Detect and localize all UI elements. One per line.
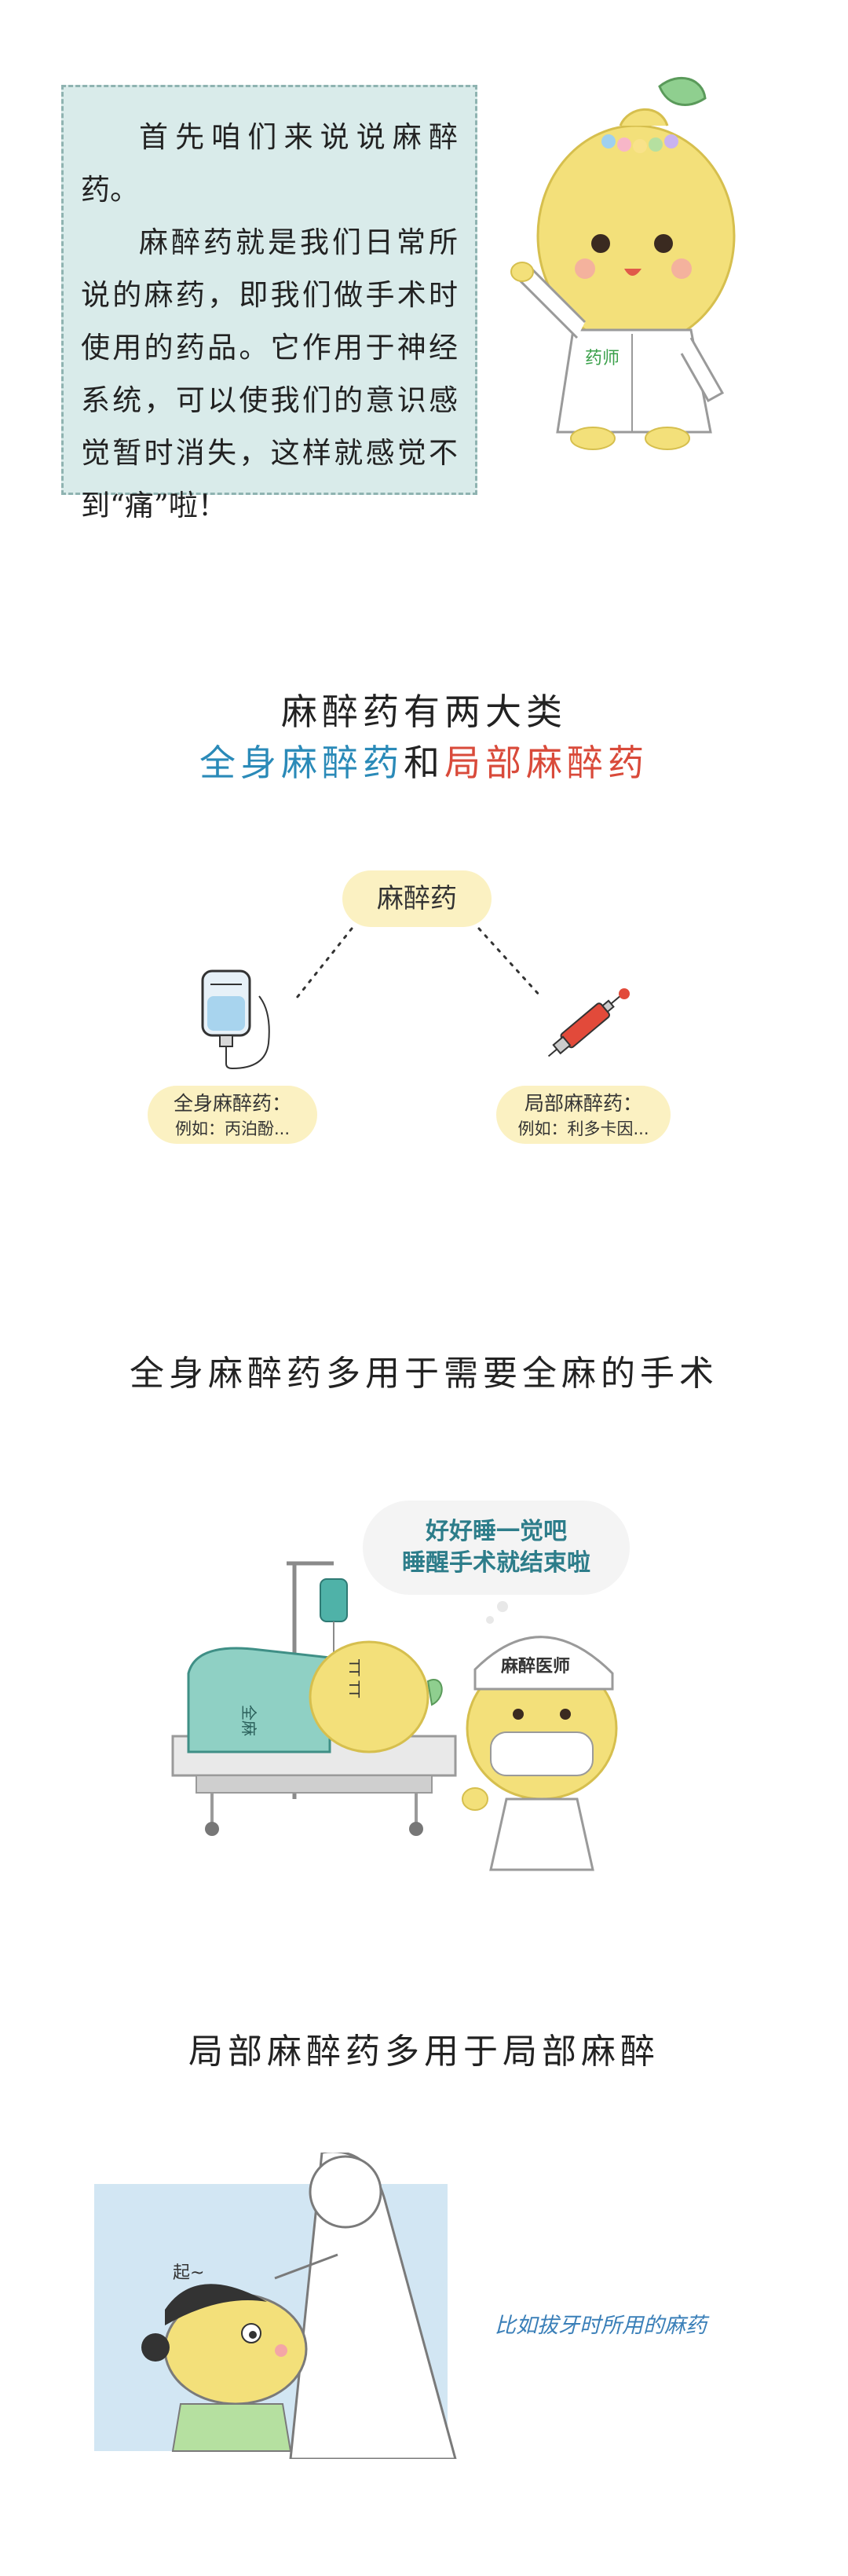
syringe-icon [547, 988, 630, 1057]
speech-line-2: 睡醒手术就结束啦 [402, 1549, 590, 1577]
extraction-caption: 比如拔牙时所用的麻药 [495, 2314, 707, 2338]
intro-line-2: 麻醉药就是我们日常所说的麻药，即我们做手术时使用的药品。它作用于神经系统，可以使… [81, 225, 458, 522]
general-section-heading: 全身麻醉药多用于需要全麻的手术 [130, 1354, 718, 1394]
coat-label: 药师 [585, 349, 620, 368]
local-node-example: 例如：利多卡因... [517, 1119, 649, 1138]
local-node-label: 局部麻醉药： [524, 1092, 642, 1115]
blanket-label: 全麻 [239, 1705, 258, 1736]
surgery-scene-illustration: 全麻 TT TT 麻醉医师 [171, 1561, 618, 1871]
speech-line-1: 好好睡一觉吧 [426, 1518, 567, 1545]
local-anesthetic-label: 局部麻醉药 [444, 742, 649, 784]
general-node-label: 全身麻醉药： [173, 1092, 291, 1115]
conjunction-text: 和 [404, 742, 444, 784]
categories-subtitle: 全身麻醉药和局部麻醉药 [0, 735, 848, 786]
local-anesthetic-node: 局部麻醉药： 例如：利多卡因... [496, 1086, 671, 1144]
pharmacist-mascot-illustration: 药师 [510, 76, 736, 450]
categories-title: 麻醉药有两大类 [281, 691, 567, 733]
patient-sound-text: 起~ [173, 2263, 204, 2283]
anesthetic-root-node: 麻醉药 [342, 870, 492, 927]
intro-text-box: 首先咱们来说说麻醉药。 麻醉药就是我们日常所说的麻药，即我们做手术时使用的药品。… [61, 85, 477, 522]
general-anesthetic-node: 全身麻醉药： 例如：丙泊酚... [148, 1086, 317, 1144]
general-node-example: 例如：丙泊酚... [174, 1119, 291, 1138]
doctor-speech-bubble: 好好睡一觉吧 睡醒手术就结束啦 [363, 1501, 630, 1595]
local-section-heading: 局部麻醉药多用于局部麻醉 [188, 2032, 660, 2072]
iv-bag-icon [201, 969, 270, 1069]
doctor-hat-label: 麻醉医师 [500, 1656, 570, 1676]
patient-closed-eyes: TT TT [345, 1658, 362, 1698]
tooth-extraction-illustration: 起~ [94, 2153, 457, 2459]
intro-line-1: 首先咱们来说说麻醉药。 [81, 120, 458, 207]
general-anesthetic-label: 全身麻醉药 [199, 742, 404, 784]
